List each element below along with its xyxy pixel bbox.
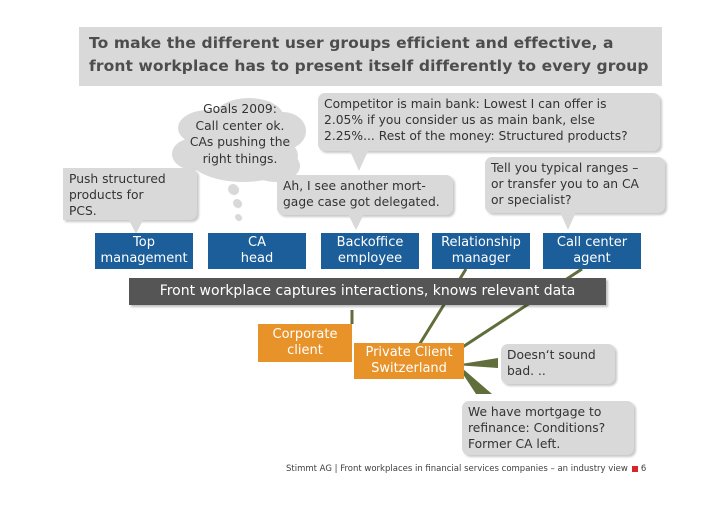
- corporate-client-box: Corporate client: [258, 324, 352, 362]
- thought-dot: [233, 199, 241, 207]
- role-backoffice-employee: Backoffice employee: [321, 233, 419, 269]
- role-label: Relationship: [441, 235, 521, 250]
- footer-square-icon: [631, 465, 638, 472]
- cloud-line-2: Call center ok.: [195, 118, 285, 133]
- client-label: Private Client: [365, 345, 453, 360]
- role-top-management: Top management: [95, 233, 193, 269]
- speech-bubble-mortgage-case: Ah, I see another mort- gage case got de…: [277, 175, 453, 215]
- role-call-center-agent: Call center agent: [543, 233, 641, 269]
- bubble-text: or specialist?: [491, 193, 572, 207]
- role-label: Call center: [556, 235, 628, 250]
- cloud-line-1: Goals 2009:: [203, 102, 277, 116]
- title-line-1: To make the different user groups effici…: [89, 34, 614, 52]
- bubble-text: gage case got delegated.: [283, 195, 440, 209]
- role-label: head: [240, 251, 274, 266]
- bubble-tail: [128, 218, 144, 234]
- thought-dot: [228, 184, 238, 194]
- bubble-tail: [348, 214, 364, 230]
- role-label: management: [100, 251, 188, 266]
- bubble-text: Ah, I see another mort-: [283, 179, 426, 193]
- bubble-text: PCS.: [69, 204, 97, 218]
- role-relationship-manager: Relationship manager: [432, 233, 530, 269]
- bubble-text: Former CA left.: [468, 437, 561, 451]
- bubble-text: Competitor is main bank: Lowest I can of…: [324, 97, 607, 111]
- bubble-text: 2.25%... Rest of the money: Structured p…: [324, 129, 628, 143]
- bubble-text: products for: [69, 188, 144, 202]
- private-client-box: Private Client Switzerland: [354, 343, 464, 379]
- speech-bubble-refinance: We have mortgage to refinance: Condition…: [462, 401, 634, 455]
- page-number: 6: [640, 464, 647, 474]
- client-label: client: [287, 343, 323, 358]
- speech-bubble-ranges: Tell you typical ranges – or transfer yo…: [485, 157, 665, 213]
- capture-bar: Front workplace captures interactions, k…: [129, 278, 606, 305]
- title-line-2: front workplace has to present itself di…: [89, 57, 649, 75]
- cloud-line-3: CAs pushing the: [189, 135, 291, 149]
- bubble-tail: [350, 151, 368, 171]
- bubble-text: Doesn‘t sound: [507, 348, 596, 362]
- role-label: Backoffice: [336, 235, 404, 250]
- bubble-text: 2.05% if you consider us as main bank, e…: [324, 113, 595, 127]
- role-ca-head: CA head: [208, 233, 306, 269]
- bubble-text: Tell you typical ranges –: [491, 161, 639, 175]
- client-label: Corporate: [272, 327, 338, 342]
- bubble-tail: [560, 212, 576, 230]
- role-label: agent: [573, 251, 611, 266]
- bubble-text: refinance: Conditions?: [468, 421, 606, 435]
- cloud-line-4: right things.: [202, 151, 278, 166]
- bubble-text: Push structured: [69, 172, 166, 186]
- connector-refinance: [455, 362, 492, 394]
- thought-dot: [235, 214, 241, 220]
- speech-bubble-push: Push structured products for PCS.: [63, 168, 197, 220]
- footer-text: Stimmt AG | Front workplaces in financia…: [286, 464, 628, 474]
- connector-doesnt-sound: [455, 358, 498, 368]
- role-label: manager: [451, 251, 511, 266]
- speech-bubble-competitor: Competitor is main bank: Lowest I can of…: [318, 93, 660, 151]
- bubble-text: or transfer you to an CA: [491, 177, 639, 191]
- client-label: Switzerland: [371, 361, 447, 376]
- role-label: employee: [337, 251, 403, 266]
- bubble-text: bad. ..: [507, 364, 546, 378]
- role-label: Top: [133, 235, 155, 250]
- title-banner: [79, 27, 662, 86]
- footer: Stimmt AG | Front workplaces in financia…: [286, 464, 646, 474]
- role-label: CA: [248, 235, 266, 250]
- bubble-text: We have mortgage to: [468, 405, 602, 419]
- speech-bubble-doesnt-sound: Doesn‘t sound bad. ..: [501, 344, 615, 384]
